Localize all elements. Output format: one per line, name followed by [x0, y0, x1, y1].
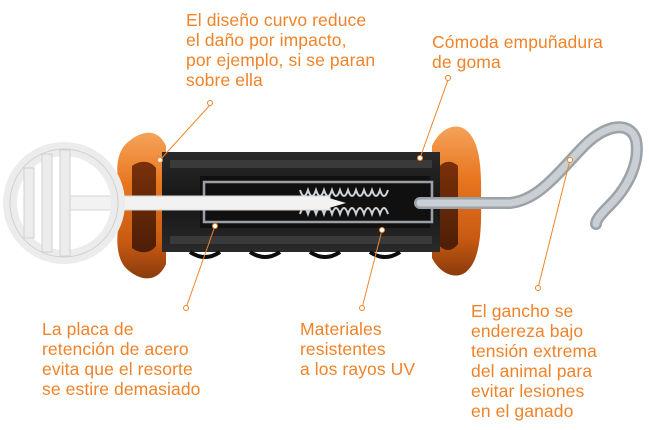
spring [299, 186, 389, 218]
steel-hook [414, 121, 643, 230]
leader-lines [157, 75, 573, 311]
callout-curved-design: El diseño curvo reduce el daño por impac… [186, 10, 376, 90]
handle-ring [3, 142, 346, 264]
callout-uv-materials: Materiales resistentes a los rayos UV [300, 319, 416, 379]
callout-steel-plate: La placa de retención de acero evita que… [42, 319, 201, 399]
callout-rubber-grip: Cómoda empuñadura de goma [432, 32, 603, 72]
callout-hook: El gancho se endereza bajo tensión extre… [471, 301, 598, 421]
